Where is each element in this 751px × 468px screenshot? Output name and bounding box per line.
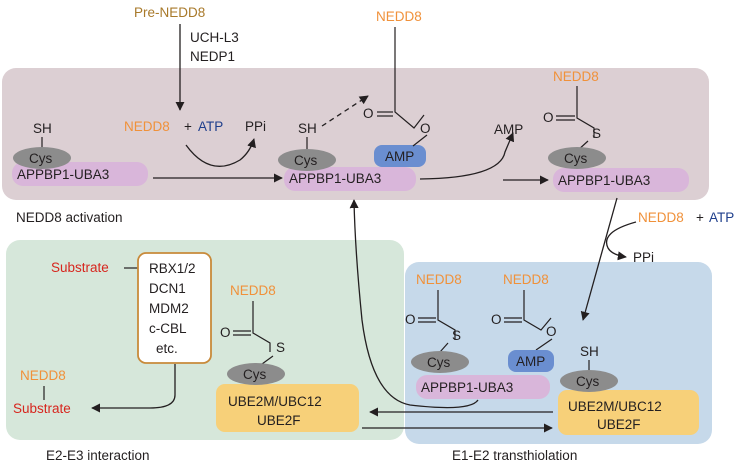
thioester-bonds-tt — [437, 290, 456, 340]
cys-label-e2e3: Cys — [243, 367, 266, 382]
substrate-label: Substrate — [51, 260, 109, 275]
e1-label-2: APPBP1-UBA3 — [289, 171, 381, 186]
cys-oval-tt — [411, 351, 469, 373]
cys-oval-e2e3 — [227, 363, 285, 385]
s-label-thioester-e1: S — [592, 126, 601, 141]
cys-label-3: Cys — [564, 151, 587, 166]
activation-arrow-2 — [419, 132, 515, 180]
e2e3-caption: E2-E3 interaction — [46, 448, 150, 463]
adenylate-bonds-tt — [523, 290, 552, 331]
nedd8-label-tt-right: NEDD8 — [503, 272, 549, 287]
thioester-bonds-e2e3 — [252, 301, 271, 352]
cys-label-2: Cys — [294, 153, 317, 168]
amp-label-tt: AMP — [516, 354, 545, 369]
nedd8-label-product: NEDD8 — [20, 368, 66, 383]
e3-line-2: DCN1 — [149, 281, 186, 296]
ppi-release-arrow — [185, 138, 256, 167]
e1-label-3: APPBP1-UBA3 — [558, 173, 650, 188]
pre-nedd8-label: Pre-NEDD8 — [134, 5, 205, 20]
cys-label-tt: Cys — [427, 355, 450, 370]
cys-oval-2 — [278, 149, 336, 171]
e3-box — [137, 252, 212, 364]
activation-caption: NEDD8 activation — [16, 210, 123, 225]
ppi-label-activation: PPi — [245, 119, 266, 134]
nedd8-label-e2e3: NEDD8 — [230, 283, 276, 298]
o-label-e2e3: O — [220, 325, 231, 340]
amp-box-adenylate — [374, 145, 426, 167]
s-label-e2e3: S — [276, 340, 285, 355]
uch-l3-label: UCH-L3 — [190, 30, 239, 45]
amp-label-adenylate: AMP — [385, 149, 414, 164]
substrate-label-product: Substrate — [13, 401, 71, 416]
cys-label-1: Cys — [29, 151, 52, 166]
e3-line-1: RBX1/2 — [149, 261, 196, 276]
nedd8-label-adenylate: NEDD8 — [376, 9, 422, 24]
o-label-tt-adenylate: O — [491, 312, 502, 327]
e1-pill-3 — [553, 168, 689, 192]
amp-bond-adenylate — [412, 134, 428, 147]
e2-label-e2e3-line2: UBE2F — [257, 413, 301, 428]
e1-pill-2 — [284, 167, 416, 191]
e1-label-1: APPBP1-UBA3 — [17, 167, 109, 182]
cys-oval-3 — [548, 147, 606, 169]
amp-bond-tt — [535, 338, 553, 351]
sh-label-2: SH — [298, 121, 317, 136]
nedp1-label: NEDP1 — [190, 49, 235, 64]
e3-line-5: etc. — [156, 341, 178, 356]
e1-recycle-arrow — [349, 199, 479, 409]
amp-release-label: AMP — [494, 122, 523, 137]
e2-box-e2e3 — [216, 384, 359, 432]
o-label-tt: O — [405, 312, 416, 327]
e2-label-tt-line2: UBE2F — [597, 417, 641, 432]
s-label-tt: S — [452, 328, 461, 343]
atp-label-transfer: ATP — [709, 210, 734, 225]
ppi-release-arrow-transfer — [606, 221, 637, 261]
o-label-ester-adenylate: O — [420, 121, 431, 136]
e1-label-tt: APPBP1-UBA3 — [421, 380, 513, 395]
o-label-tt-ester: O — [546, 324, 557, 339]
transthiolation-caption: E1-E2 transthiolation — [452, 448, 577, 463]
e3-line-3: MDM2 — [149, 301, 189, 316]
sh-label-1: SH — [33, 121, 52, 136]
o-label-thioester-e1: O — [543, 110, 554, 125]
e3-to-product-arrow — [91, 364, 176, 413]
e1-pill-tt — [416, 375, 550, 399]
nedd8-label-tt-left: NEDD8 — [416, 272, 462, 287]
activation-panel — [2, 68, 709, 200]
plus-label-transfer: + — [696, 210, 704, 225]
transfer-arrow-down — [580, 197, 618, 321]
atp-label-activation: ATP — [198, 119, 223, 134]
e2-box-tt — [558, 390, 699, 435]
s-cys-bond-tt — [439, 342, 449, 353]
thioester-bonds-e1 — [576, 86, 595, 138]
thiol-attack-dashed-arrow — [321, 95, 369, 127]
ppi-label-transfer: PPi — [633, 250, 654, 265]
e2-label-e2e3-line1: UBE2M/UBC12 — [228, 394, 322, 409]
acyl-adenylate-bonds — [394, 43, 425, 129]
amp-box-tt — [508, 350, 554, 372]
e3-line-4: c-CBL — [149, 321, 187, 336]
cys-oval-tt-e2 — [560, 370, 618, 392]
nedd8-label-transfer: NEDD8 — [638, 210, 684, 225]
cys-oval-1 — [13, 147, 71, 169]
o-label-adenylate: O — [363, 106, 374, 121]
cys-label-tt-e2: Cys — [576, 374, 599, 389]
plus-label-activation: + — [184, 119, 192, 134]
e2-label-tt-line1: UBE2M/UBC12 — [568, 399, 662, 414]
s-cys-bond-e2e3 — [261, 355, 274, 365]
nedd8-label-thioester: NEDD8 — [553, 69, 599, 84]
nedd8-label-activation: NEDD8 — [124, 119, 170, 134]
sh-label-tt: SH — [580, 344, 599, 359]
